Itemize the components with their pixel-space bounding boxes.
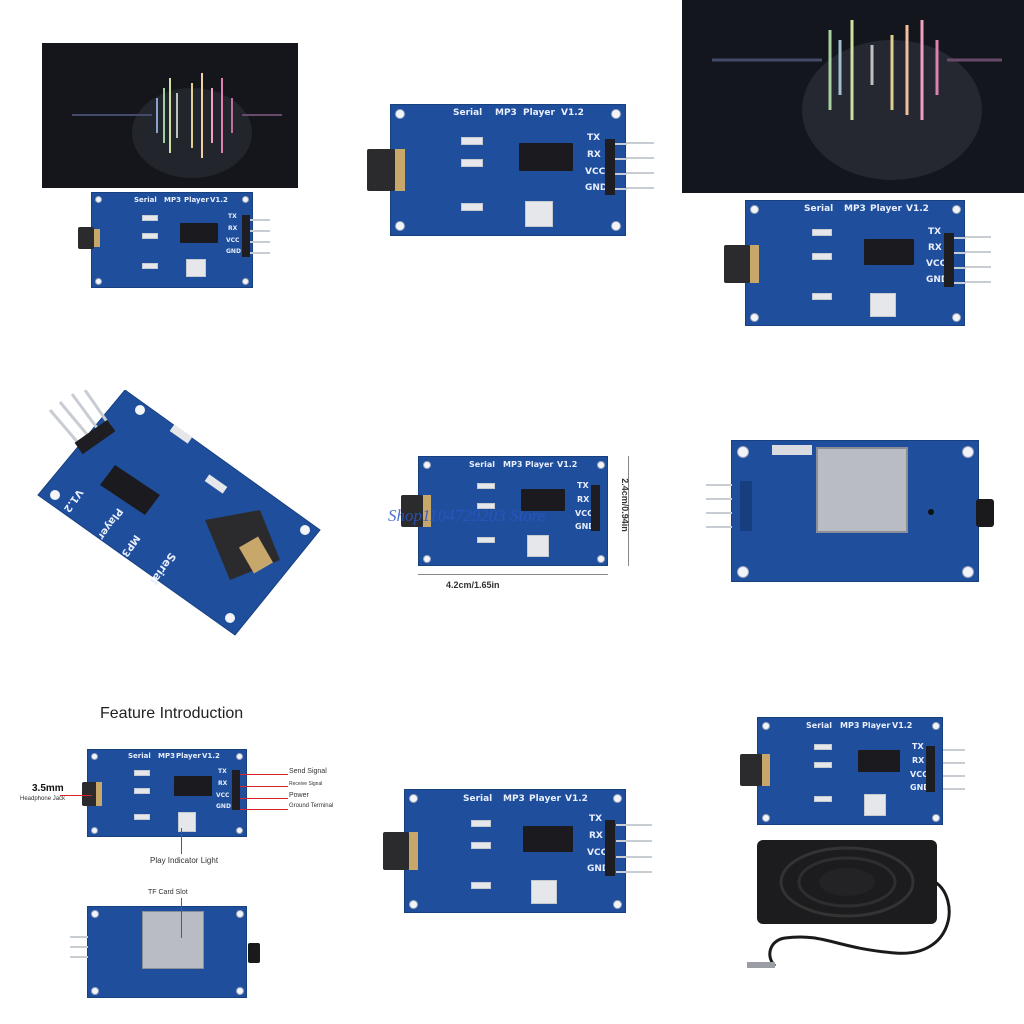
dimension-width: 4.2cm/1.65in [446,580,500,590]
mp3-board-1: Serial MP3 Player V1.2 TX RX VCC GND [78,192,270,288]
mp3-board-back [731,440,994,582]
mp3-board-5: Serial MP3 Player V1.2 TX RX VCC GND [740,717,943,825]
receive-signal-label: Receive Signal [289,781,323,787]
tf-card-slot [816,447,908,533]
board-player: Player [184,196,209,204]
mp3-board-3: Serial MP3 Player V1.2 TX RX VCC GND [724,200,966,326]
board-model: MP3 [164,196,181,204]
send-signal-label: Send Signal [289,768,327,775]
power-label: Power [289,792,309,799]
mp3-board-annotated: Serial MP3 Player V1.2 TX RX VCC GND [82,749,247,837]
board-title: Serial [134,196,157,204]
jack-size-label: 3.5mm [32,783,64,794]
mp3-board-dimensioned: Serial MP3 Player V1.2 TX RX VCC GND [401,456,608,566]
store-watermark: Shop1104729203 Store [388,506,546,525]
board-version: V1.2 [210,196,228,204]
jack-label: Headphone Jack [20,796,66,802]
tf-slot-label: TF Card Slot [148,889,188,896]
feature-heading: Feature Introduction [100,705,244,722]
dimension-height-line [628,456,629,566]
speaker [745,838,957,978]
mp3-board-4: Serial MP3 Player V1.2 TX RX VCC GND [383,789,626,913]
music-visualizer-photo-1 [42,43,298,188]
play-indicator-label: Play Indicator Light [150,856,219,865]
ground-label: Ground Terminal [289,803,334,809]
dimension-width-line [418,574,608,575]
waveform-graphic [42,43,298,188]
mp3-board-2: Serial MP3 Player V1.2 TX RX VCC GND [367,104,627,236]
mp3-board-back-small [87,906,260,998]
mp3-board-angled: Serial MP3 Player V1.2 [20,389,330,640]
music-visualizer-photo-2 [682,0,1024,193]
dimension-height: 2.4cm/0.94in [619,478,630,532]
